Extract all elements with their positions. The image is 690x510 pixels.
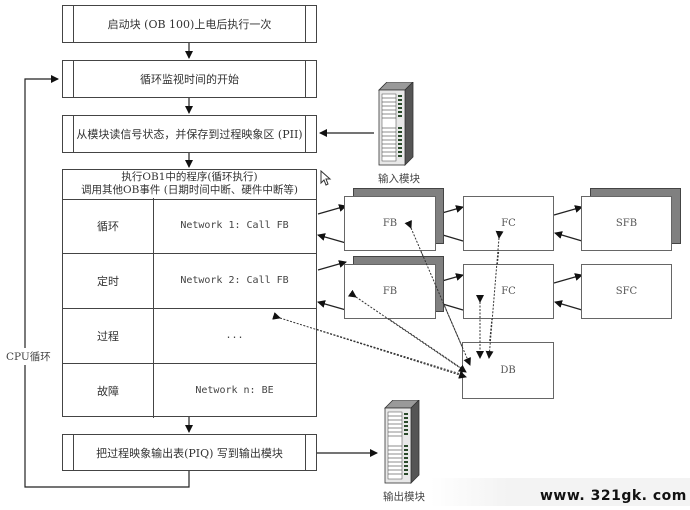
ob1-network-cell: Network 1: Call FB: [180, 220, 289, 231]
sfb-block: SFB: [581, 196, 672, 251]
ob1-header-line1: 执行OB1中的程序(循环执行): [121, 171, 258, 183]
write-outputs-label: 把过程映象输出表(PIQ) 写到输出模块: [96, 446, 283, 460]
cycle-monitor-start-block: 循环监视时间的开始: [62, 60, 317, 98]
watermark-text: www. 321gk. com: [540, 488, 687, 504]
db-link-ob1: [272, 312, 467, 379]
output-module-label: 输出模块: [383, 491, 425, 503]
cycle-monitor-start-label: 循环监视时间的开始: [140, 73, 239, 86]
watermark-band: [430, 478, 690, 506]
fb-block-label: FB: [382, 218, 398, 229]
fc-block-label: FC: [501, 286, 516, 297]
fc-block-row1: FC: [463, 196, 554, 251]
ob1-event-cell: 过程: [63, 308, 154, 363]
read-inputs-block: 从模块读信号状态，并保存到过程映象区 (PII): [62, 115, 317, 153]
write-outputs-block: 把过程映象输出表(PIQ) 写到输出模块: [62, 434, 317, 471]
ob1-network-cell: Network n: BE: [195, 385, 274, 396]
ob1-network-cell: Network 2: Call FB: [180, 275, 289, 286]
ob1-event-cell: 循环: [63, 198, 154, 253]
db-link-fc1: [485, 230, 504, 359]
db-link-fb2: [347, 289, 467, 373]
startup-block-label: 启动块 (OB 100)上电后执行一次: [107, 18, 272, 31]
db-block-label: DB: [500, 365, 516, 376]
sfc-block: SFC: [581, 264, 672, 319]
input-module-icon: [378, 82, 414, 166]
fc-block-label: FC: [501, 218, 516, 229]
ob1-header: 执行OB1中的程序(循环执行) 调用其他OB事件 (日期时间中断、硬件中断等): [63, 170, 316, 200]
read-inputs-label: 从模块读信号状态，并保存到过程映象区 (PII): [76, 128, 303, 141]
sfc-block-label: SFC: [615, 286, 638, 297]
ob1-network-cell: ...: [225, 330, 244, 341]
ob1-event-cell: 故障: [63, 363, 154, 418]
ob1-header-line2: 调用其他OB事件 (日期时间中断、硬件中断等): [81, 184, 298, 196]
ob1-event-cell: 定时: [63, 253, 154, 308]
ob1-row: 定时 Network 2: Call FB: [63, 253, 316, 309]
sfb-block-label: SFB: [615, 218, 638, 229]
output-module-icon: [384, 400, 420, 484]
db-link-fb1: [404, 219, 471, 366]
startup-block: 启动块 (OB 100)上电后执行一次: [62, 5, 317, 43]
cpu-loop-line: [24, 75, 190, 488]
mouse-cursor-icon: [320, 170, 332, 186]
cpu-cycle-label: CPU循环: [6, 348, 51, 365]
input-module-label: 输入模块: [378, 173, 420, 185]
ob1-row: 过程 ...: [63, 308, 316, 364]
ob1-row: 循环 Network 1: Call FB: [63, 198, 316, 254]
ob1-row: 故障 Network n: BE: [63, 363, 316, 418]
